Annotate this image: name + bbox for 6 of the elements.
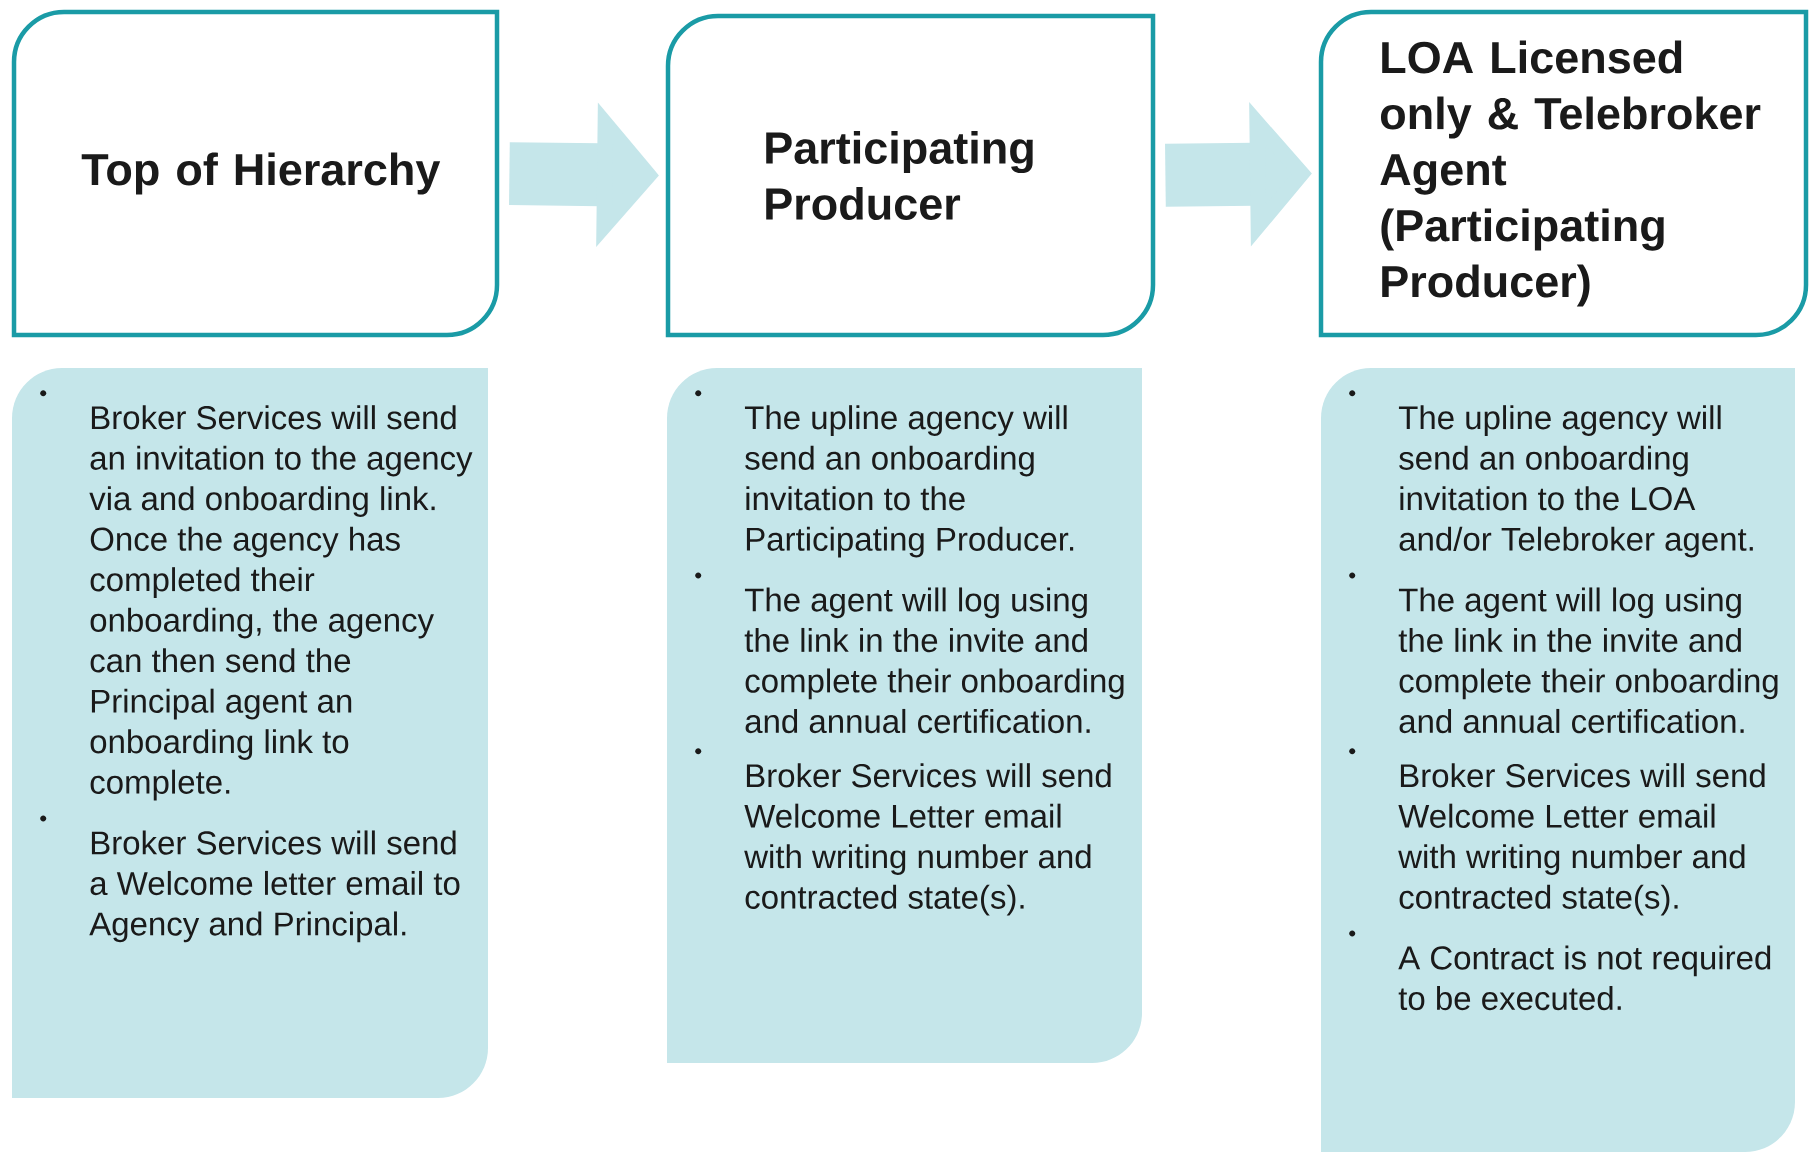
text-panel: The upline agency will send an onboarding invitation to the LOA and/or Telebroker agent. The agent will log using the link in the invite and complete their onboarding and annual certification. Broker Services will send Welcome Letter email with writing number and contracted state(s). A Contract is not required to be executed.	[1321, 368, 1795, 1152]
text-panel: The upline agency will send an onboarding invitation to the Participating Producer. The agent will log using the link in the invite and complete their onboarding and annual certification. Broker Services will send Welcome Letter email with writing number and contracted state(s).	[667, 368, 1142, 1063]
header-box: LOA Licensed only & Telebroker Agent (Participating Producer)	[1318, 9, 1809, 338]
header-box: Participating Producer	[665, 13, 1156, 338]
header-box: Top of Hierarchy	[11, 9, 500, 338]
text-panel: Broker Services will send an invitation to the agency via and onboarding link. Once the agency has completed their onboarding, the agency can then send the Principal agent an onboarding link to complete. Broker Services will send a Welcome letter email to Agency and Principal.	[12, 368, 488, 1098]
